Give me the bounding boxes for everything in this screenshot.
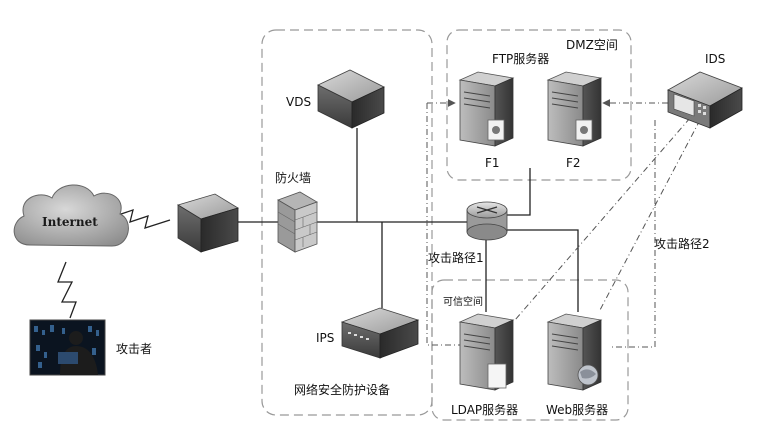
core-router <box>466 201 508 241</box>
dmz-label: DMZ空间 <box>566 38 618 52</box>
ids-label: IDS <box>705 52 726 66</box>
wireless-link-bolt <box>114 209 171 229</box>
firewall-label: 防火墙 <box>275 171 312 185</box>
security-devices-label: 网络安全防护设备 <box>294 383 391 397</box>
attacker-label: 攻击者 <box>116 342 153 356</box>
ids-device <box>667 71 743 129</box>
server-f1 <box>458 71 515 147</box>
server-f2 <box>546 71 603 147</box>
attack-path-2-label: 攻击路径2 <box>654 237 710 251</box>
attacker-image <box>29 319 106 376</box>
attacker-link-bolt <box>57 261 77 319</box>
network-links <box>236 128 579 312</box>
edge-router-device <box>177 193 239 253</box>
internet-label: Internet <box>42 215 98 229</box>
ftp-server-label: FTP服务器 <box>492 52 550 66</box>
trusted-zone <box>431 279 629 421</box>
web-server-label: Web服务器 <box>546 403 609 417</box>
internet-cloud <box>13 184 129 247</box>
web-server <box>546 313 603 391</box>
ips-device <box>340 307 420 359</box>
f1-label: F1 <box>485 156 500 170</box>
ldap-server-label: LDAP服务器 <box>451 403 519 417</box>
trusted-zone-label: 可信空间 <box>443 297 483 308</box>
firewall-wall <box>277 191 318 253</box>
vds-label: VDS <box>286 95 312 109</box>
f2-label: F2 <box>566 156 581 170</box>
dmz-zone <box>446 29 632 181</box>
attack-path-2-line <box>514 99 701 348</box>
ldap-server <box>458 313 515 391</box>
ips-label: IPS <box>316 331 335 345</box>
attack-path-1-line <box>426 99 460 346</box>
attack-path-1-label: 攻击路径1 <box>428 251 484 265</box>
vds-device <box>317 69 385 129</box>
